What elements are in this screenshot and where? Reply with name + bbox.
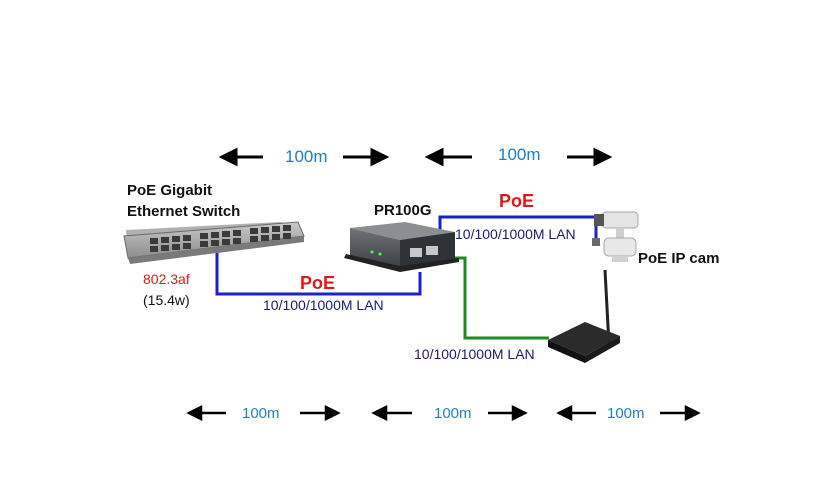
distance-label-top-2: 100m	[498, 145, 541, 164]
distance-label-bottom-2: 100m	[434, 405, 472, 422]
lan-label-extender-camera: 10/100/1000M LAN	[455, 226, 576, 242]
poe-label-right: PoE	[499, 191, 535, 211]
ip-camera-device	[592, 211, 639, 262]
lan-cable-extender-to-router	[454, 256, 549, 340]
poe-switch-device	[123, 221, 305, 264]
extender-name: PR100G	[374, 202, 432, 219]
distance-label-top-1: 100m	[285, 147, 328, 166]
lan-label-switch-extender: 10/100/1000M LAN	[263, 297, 384, 313]
distance-arrows-bottom	[186, 404, 701, 422]
distance-label-bottom-3: 100m	[607, 405, 645, 422]
switch-name-line2: Ethernet Switch	[127, 203, 241, 220]
distance-arrows-top	[218, 147, 613, 167]
poe-label-left: PoE	[300, 273, 336, 293]
camera-name: PoE IP cam	[638, 250, 720, 267]
wireless-router-device	[548, 269, 620, 363]
pr100g-device	[344, 222, 459, 272]
poe-cable-extender-to-camera	[438, 215, 598, 240]
switch-power: (15.4w)	[143, 292, 190, 308]
switch-name-line1: PoE Gigabit	[127, 182, 213, 199]
poe-cable-switch-to-extender	[215, 248, 422, 296]
distance-label-bottom-1: 100m	[242, 405, 280, 422]
switch-standard: 802.3af	[143, 271, 190, 287]
lan-label-extender-router: 10/100/1000M LAN	[414, 346, 535, 362]
